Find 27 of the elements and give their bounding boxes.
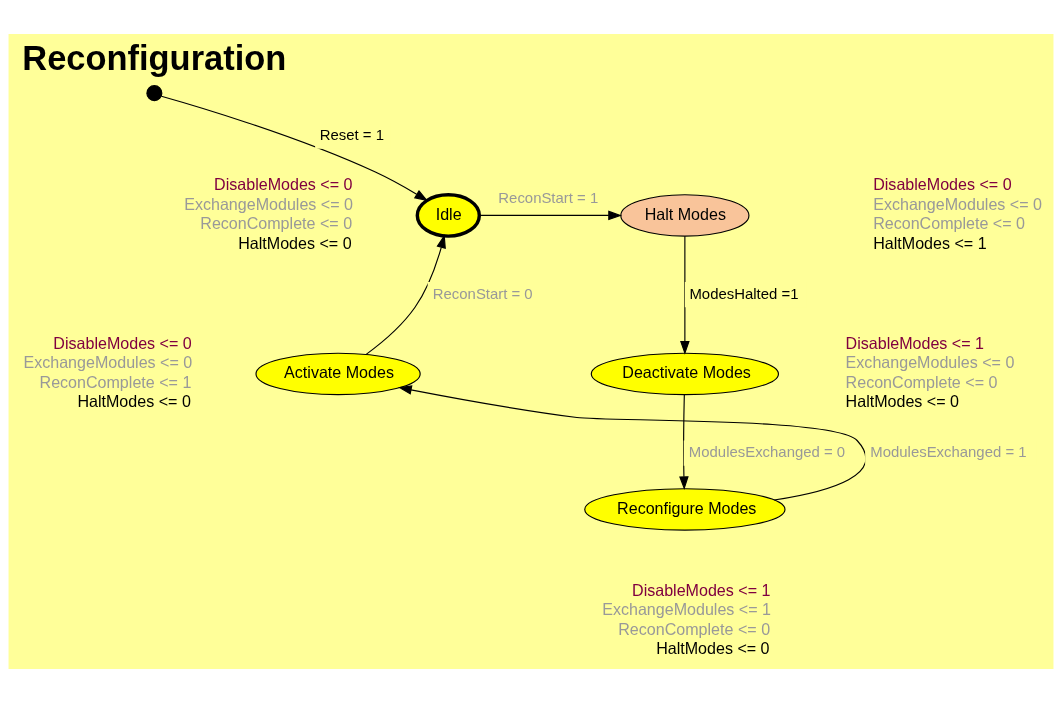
node-label: HaltModes <= 0 xyxy=(656,638,770,657)
node-label: ExchangeModules <= 0 xyxy=(845,352,1015,371)
node-label: HaltModes <= 0 xyxy=(238,233,352,252)
node-label: HaltModes <= 0 xyxy=(845,391,960,410)
node-label: ExchangeModules <= 0 xyxy=(23,352,193,371)
edge-label: ModulesExchanged = 1 xyxy=(870,442,1027,460)
node-label: ReconComplete <= 0 xyxy=(200,213,353,232)
node-label: ReconComplete <= 0 xyxy=(618,619,771,638)
node-label: DisableModes <= 1 xyxy=(632,580,771,599)
diagram-title: Reconfiguration xyxy=(22,38,287,77)
edge-label: Reset = 1 xyxy=(319,125,384,143)
node-label: ExchangeModules <= 1 xyxy=(602,599,771,618)
node-label: HaltModes <= 0 xyxy=(77,391,191,410)
node-label: HaltModes <= 1 xyxy=(873,233,987,252)
node-label: ExchangeModules <= 0 xyxy=(873,194,1042,213)
node-label: DisableModes <= 0 xyxy=(873,174,1012,193)
node-label: DisableModes <= 0 xyxy=(53,333,192,352)
node-label: ReconComplete <= 0 xyxy=(845,372,998,391)
node-label: DisableModes <= 1 xyxy=(845,333,985,352)
node-label: ReconComplete <= 1 xyxy=(39,372,192,391)
node-label: ExchangeModules <= 0 xyxy=(184,194,353,213)
edge-label: ReconStart = 0 xyxy=(432,284,533,302)
edge-label: ReconStart = 1 xyxy=(498,188,599,206)
node-label: ReconComplete <= 0 xyxy=(873,213,1025,232)
edge-label: ModulesExchanged = 0 xyxy=(688,442,846,460)
edge-label: ModesHalted =1 xyxy=(689,284,799,302)
node-label: DisableModes <= 0 xyxy=(214,174,353,193)
